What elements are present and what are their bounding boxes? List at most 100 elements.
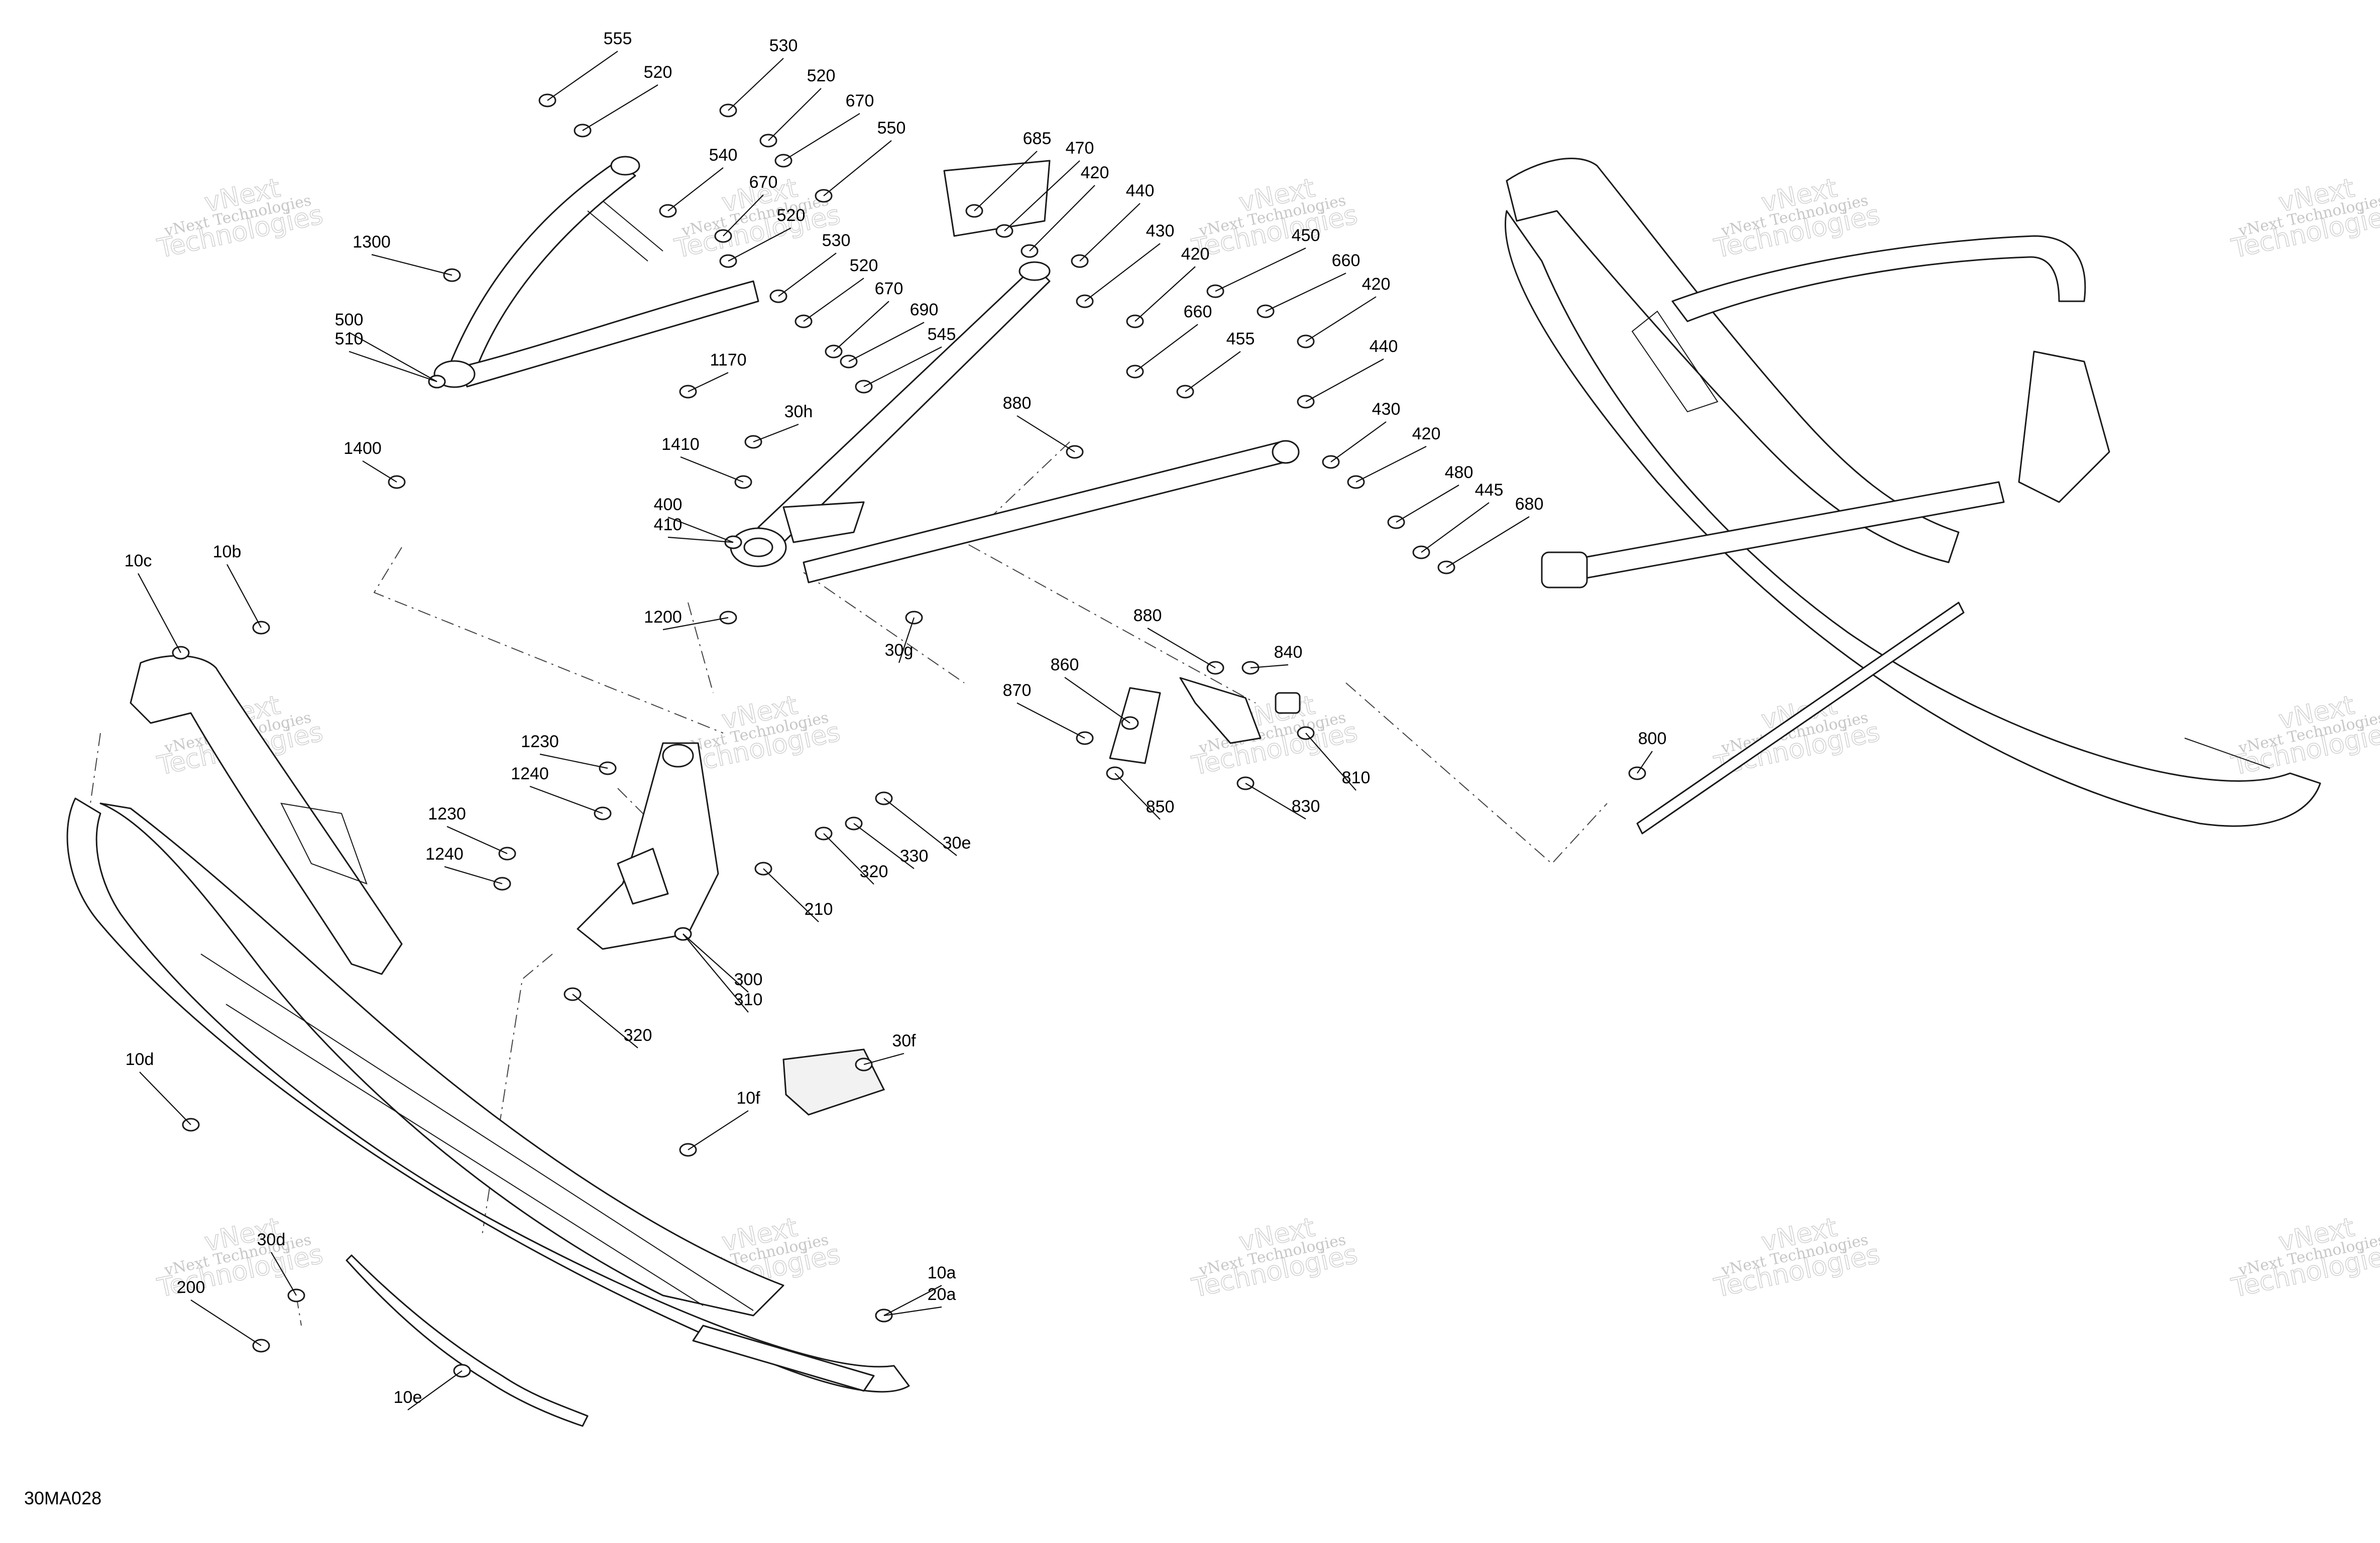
- part-number-label: 660: [1332, 251, 1361, 270]
- callout: 670: [833, 279, 903, 352]
- leader-line: [582, 84, 658, 131]
- part-number-label: 320: [624, 1026, 652, 1045]
- callout: 300: [683, 933, 763, 993]
- callout: 30f: [863, 1031, 916, 1065]
- callout: 420: [1305, 275, 1391, 342]
- part-number-label: 520: [777, 206, 806, 225]
- leader-line: [539, 753, 608, 769]
- callout: 670: [723, 173, 777, 236]
- part-number-label: 880: [1003, 394, 1032, 413]
- leader-line: [883, 798, 957, 856]
- leader-line: [1185, 351, 1241, 392]
- leader-line: [883, 1285, 942, 1316]
- callout: 880: [1003, 394, 1075, 452]
- leader-line: [680, 456, 744, 483]
- leader-line: [667, 536, 734, 543]
- callout: 870: [1003, 681, 1085, 739]
- callout: 470: [1004, 139, 1094, 231]
- callout: 455: [1185, 329, 1255, 392]
- leader-line: [446, 825, 508, 855]
- leader-line: [407, 1370, 463, 1410]
- leader-line: [1215, 248, 1306, 292]
- leader-line: [783, 113, 860, 161]
- callout: 800: [1637, 729, 1667, 774]
- callout: 420: [1135, 245, 1209, 322]
- leader-line: [667, 516, 734, 543]
- part-number-label: 320: [860, 862, 888, 881]
- part-number-label: 1410: [661, 435, 700, 454]
- leader-line: [853, 823, 915, 869]
- leader-line: [139, 1072, 191, 1125]
- callout: 320: [572, 994, 652, 1048]
- part-number-label: 880: [1134, 606, 1162, 625]
- callout: 540: [667, 146, 737, 211]
- spindle: [577, 742, 719, 950]
- leader-line: [444, 866, 503, 885]
- callout: 420: [1029, 163, 1109, 252]
- leader-line: [768, 88, 822, 141]
- part-number-label: 1200: [644, 608, 682, 627]
- callout: 1200: [644, 608, 729, 631]
- part-number-label: 670: [749, 173, 778, 192]
- part-number-label: 1230: [521, 732, 559, 751]
- part-number-label: 455: [1226, 329, 1255, 348]
- leader-line: [1330, 421, 1387, 462]
- part-number-label: 30d: [257, 1230, 286, 1249]
- part-number-label: 440: [1126, 181, 1155, 200]
- callout: 660: [1135, 302, 1212, 372]
- leader-line: [803, 278, 864, 322]
- part-number-label: 550: [877, 118, 906, 138]
- leader-line: [667, 167, 724, 211]
- callout: 400: [654, 495, 734, 543]
- part-number-label: 420: [1081, 163, 1109, 182]
- leader-line: [863, 346, 942, 387]
- part-number-label: 680: [1515, 495, 1544, 514]
- leader-line: [863, 1052, 904, 1065]
- callout: 690: [848, 300, 938, 362]
- callout: 520: [582, 63, 672, 131]
- leader-line: [1079, 203, 1141, 262]
- callout: 200: [177, 1278, 262, 1346]
- callout: 10a: [883, 1263, 956, 1316]
- callout: 500: [335, 310, 437, 382]
- leader-line: [349, 332, 437, 382]
- callout: 1300: [353, 232, 452, 276]
- leader-line: [572, 994, 638, 1048]
- part-number-label: 670: [875, 279, 903, 298]
- callout: 680: [1446, 495, 1544, 568]
- leader-line: [529, 785, 603, 814]
- callout: 420: [1355, 424, 1440, 483]
- part-number-label: 1230: [428, 804, 466, 823]
- part-number-label: 420: [1362, 275, 1391, 294]
- part-number-label: 200: [177, 1278, 205, 1297]
- leader-line: [898, 617, 915, 663]
- part-number-label: 870: [1003, 681, 1032, 700]
- part-number-label: 430: [1372, 400, 1401, 419]
- callout: 1230: [428, 804, 508, 855]
- callout: 320: [823, 833, 888, 885]
- leader-line: [1147, 628, 1216, 668]
- callout: 210: [763, 868, 833, 922]
- callout: 1240: [511, 764, 603, 814]
- part-number-label: 1300: [353, 232, 391, 252]
- callout: 880: [1134, 606, 1216, 668]
- callout: 20a: [883, 1285, 956, 1317]
- part-number-label: 840: [1274, 643, 1303, 662]
- part-number-label: 1400: [344, 439, 382, 458]
- part-number-label: 430: [1146, 221, 1175, 241]
- part-number-label: 800: [1638, 729, 1667, 748]
- leader-line: [778, 253, 837, 297]
- part-number-label: 545: [928, 325, 956, 344]
- part-number-label: 530: [822, 231, 851, 250]
- leader-line: [974, 151, 1038, 211]
- part-number-label: 10b: [213, 542, 242, 561]
- leader-line: [226, 564, 262, 628]
- leader-line: [763, 868, 819, 922]
- callout: 510: [335, 329, 437, 383]
- leader-line: [1250, 664, 1289, 669]
- part-number-label: 300: [734, 970, 763, 989]
